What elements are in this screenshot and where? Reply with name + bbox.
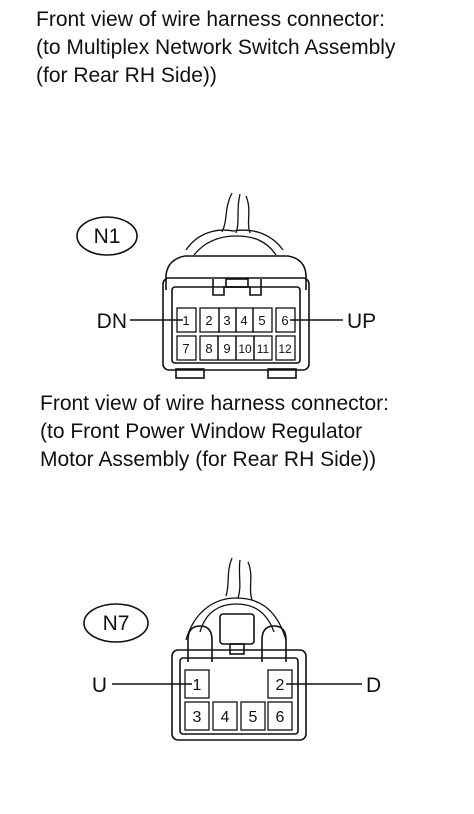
- n7-pin-4-label: 4: [221, 709, 230, 726]
- n1-wire-bundle: [185, 192, 284, 256]
- n7-pin-1-label: 1: [193, 677, 202, 694]
- connector2-caption-line1: Front view of wire harness connector:: [40, 392, 389, 415]
- n1-pin-12-label: 12: [278, 342, 292, 356]
- n7-code-label: N7: [103, 612, 130, 635]
- n1-pin-1-label: 1: [182, 313, 189, 328]
- n7-pin-5-label: 5: [249, 709, 258, 726]
- n1-pin-11-label: 11: [257, 342, 270, 356]
- n7-pin-3: [184, 701, 210, 731]
- connector2-caption-line3: Motor Assembly (for Rear RH Side)): [40, 448, 377, 471]
- connector2-caption: Front view of wire harness connector: (t…: [40, 390, 389, 474]
- n1-foot-left: [175, 368, 205, 379]
- n1-pin-6-label: 6: [281, 313, 288, 328]
- n1-housing: [162, 277, 310, 371]
- connector2-caption-line2: (to Front Power Window Regulator: [40, 420, 363, 443]
- n1-pin-5: [252, 307, 273, 333]
- n1-up-label: UP: [347, 310, 376, 333]
- n7-pin-6-label: 6: [276, 709, 285, 726]
- n7-pin-4: [212, 701, 238, 731]
- n1-pin-4-label: 4: [240, 313, 247, 328]
- connector1-caption-line2: (to Multiplex Network Switch Assembly: [36, 36, 396, 59]
- n1-dn-label: DN: [97, 310, 127, 333]
- n7-center-lock: [219, 613, 255, 645]
- n7-pin-6: [267, 701, 293, 731]
- n7-d-label: D: [366, 674, 381, 697]
- connector1-caption-line3: (for Rear RH Side)): [36, 64, 217, 87]
- n7-housing: [171, 649, 307, 741]
- n1-foot-right: [267, 368, 297, 379]
- connector-n7: N7 1 2 3 4 5: [83, 557, 381, 741]
- n1-pin-12: [275, 335, 296, 361]
- connector-n1: N1: [76, 192, 376, 379]
- n7-code-bubble: [83, 603, 149, 643]
- n1-latch-tab: [225, 278, 249, 288]
- n1-pin-5-label: 5: [258, 313, 265, 328]
- n1-pin-7: [176, 335, 197, 361]
- n7-pin-3-label: 3: [193, 709, 202, 726]
- n7-u-label: U: [92, 674, 107, 697]
- n7-center-key: [229, 643, 245, 655]
- n1-pin-2-label: 2: [205, 313, 212, 328]
- n7-pin-5: [240, 701, 266, 731]
- n1-code-bubble: [76, 216, 138, 256]
- n7-pin-2-label: 2: [276, 677, 285, 694]
- n1-pin-11: [253, 335, 273, 361]
- n7-housing-inner: [179, 657, 299, 735]
- n1-code-label: N1: [94, 225, 121, 248]
- n1-pin-7-label: 7: [182, 341, 189, 356]
- n1-pin-10-label: 10: [238, 342, 252, 356]
- n1-pin-3-label: 3: [223, 313, 230, 328]
- n7-wire-bundle: [185, 557, 287, 641]
- connector1-caption-line1: Front view of wire harness connector:: [36, 8, 385, 31]
- n1-pin-8-label: 8: [205, 341, 212, 356]
- n1-pin-9-label: 9: [223, 341, 230, 356]
- n1-housing-top: [165, 255, 307, 290]
- n7-latch-right: [261, 625, 287, 662]
- connector1-caption: Front view of wire harness connector: (t…: [36, 6, 395, 90]
- n7-latch-left: [187, 625, 213, 662]
